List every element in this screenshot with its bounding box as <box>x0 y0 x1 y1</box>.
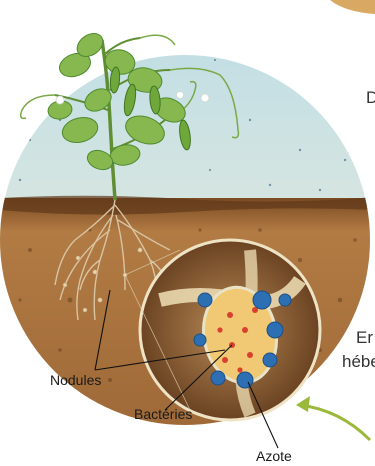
corner-fragment <box>330 0 375 14</box>
side-text-2: Er <box>356 328 373 348</box>
arrow-shaft <box>300 405 370 440</box>
side-text-3: hébe <box>342 352 375 372</box>
nodule-inset <box>140 240 320 420</box>
label-bacteries: Bactéries <box>134 406 192 422</box>
label-nodules: Nodules <box>50 372 101 388</box>
side-text-1: D <box>366 88 375 108</box>
arrow-head <box>296 396 310 412</box>
label-azote: Azote <box>256 448 292 464</box>
